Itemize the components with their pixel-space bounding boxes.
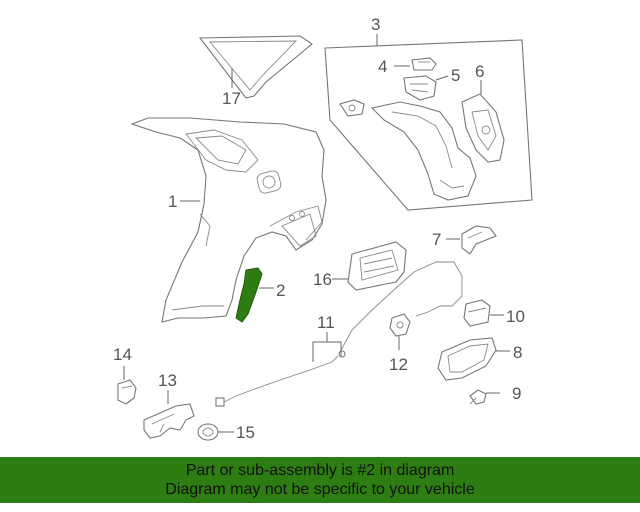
part-2-shape [235, 267, 263, 323]
callout-7: 7 [432, 230, 441, 249]
part-12-clip[interactable] [389, 313, 411, 337]
part-16-fuel-housing[interactable] [347, 241, 407, 291]
part-17-quarter-glass[interactable] [198, 35, 313, 99]
part-4-bracket[interactable] [411, 57, 437, 71]
release-cable [339, 261, 463, 353]
part-7-bracket[interactable] [461, 225, 497, 255]
leader-5 [435, 75, 449, 81]
banner-line-1: Part or sub-assembly is #2 in diagram [185, 462, 455, 479]
callout-9: 9 [512, 384, 521, 403]
callout-5: 5 [451, 66, 460, 85]
banner-line-2: Diagram may not be specific to your vehi… [165, 481, 475, 498]
callout-1: 1 [168, 192, 177, 211]
callout-11: 11 [317, 313, 335, 332]
part-1-quarter-panel[interactable] [130, 117, 327, 323]
callout-16: 16 [313, 270, 332, 289]
callout-3: 3 [371, 15, 380, 34]
part-6-gusset[interactable] [461, 93, 505, 163]
part-info-banner: Part or sub-assembly is #2 in diagram Di… [0, 457, 640, 503]
part-8-fuel-door[interactable] [437, 337, 497, 381]
part-5-reinforcement[interactable] [403, 75, 437, 101]
part-10-actuator[interactable] [463, 299, 491, 327]
callout-4: 4 [378, 57, 387, 76]
part-2-highlighted-trim[interactable] [235, 267, 263, 323]
part-13-bracket[interactable] [143, 403, 195, 439]
callout-17: 17 [222, 89, 241, 108]
callout-12: 12 [389, 355, 408, 374]
parts-diagram: 17 3 4 5 6 [113, 15, 533, 442]
callout-10: 10 [506, 307, 525, 326]
part-3-inner-panel[interactable] [339, 99, 477, 201]
leader-11 [312, 332, 342, 362]
part-9-screw[interactable] [469, 389, 487, 405]
callout-13: 13 [158, 371, 177, 390]
callout-8: 8 [513, 343, 522, 362]
part-11-cable-end[interactable] [215, 350, 346, 407]
callout-2: 2 [276, 281, 285, 300]
callout-15: 15 [236, 423, 255, 442]
part-15-grommet[interactable] [197, 423, 219, 441]
callout-6: 6 [475, 62, 484, 81]
callout-14: 14 [113, 345, 132, 364]
part-14-fastener[interactable] [117, 379, 137, 405]
